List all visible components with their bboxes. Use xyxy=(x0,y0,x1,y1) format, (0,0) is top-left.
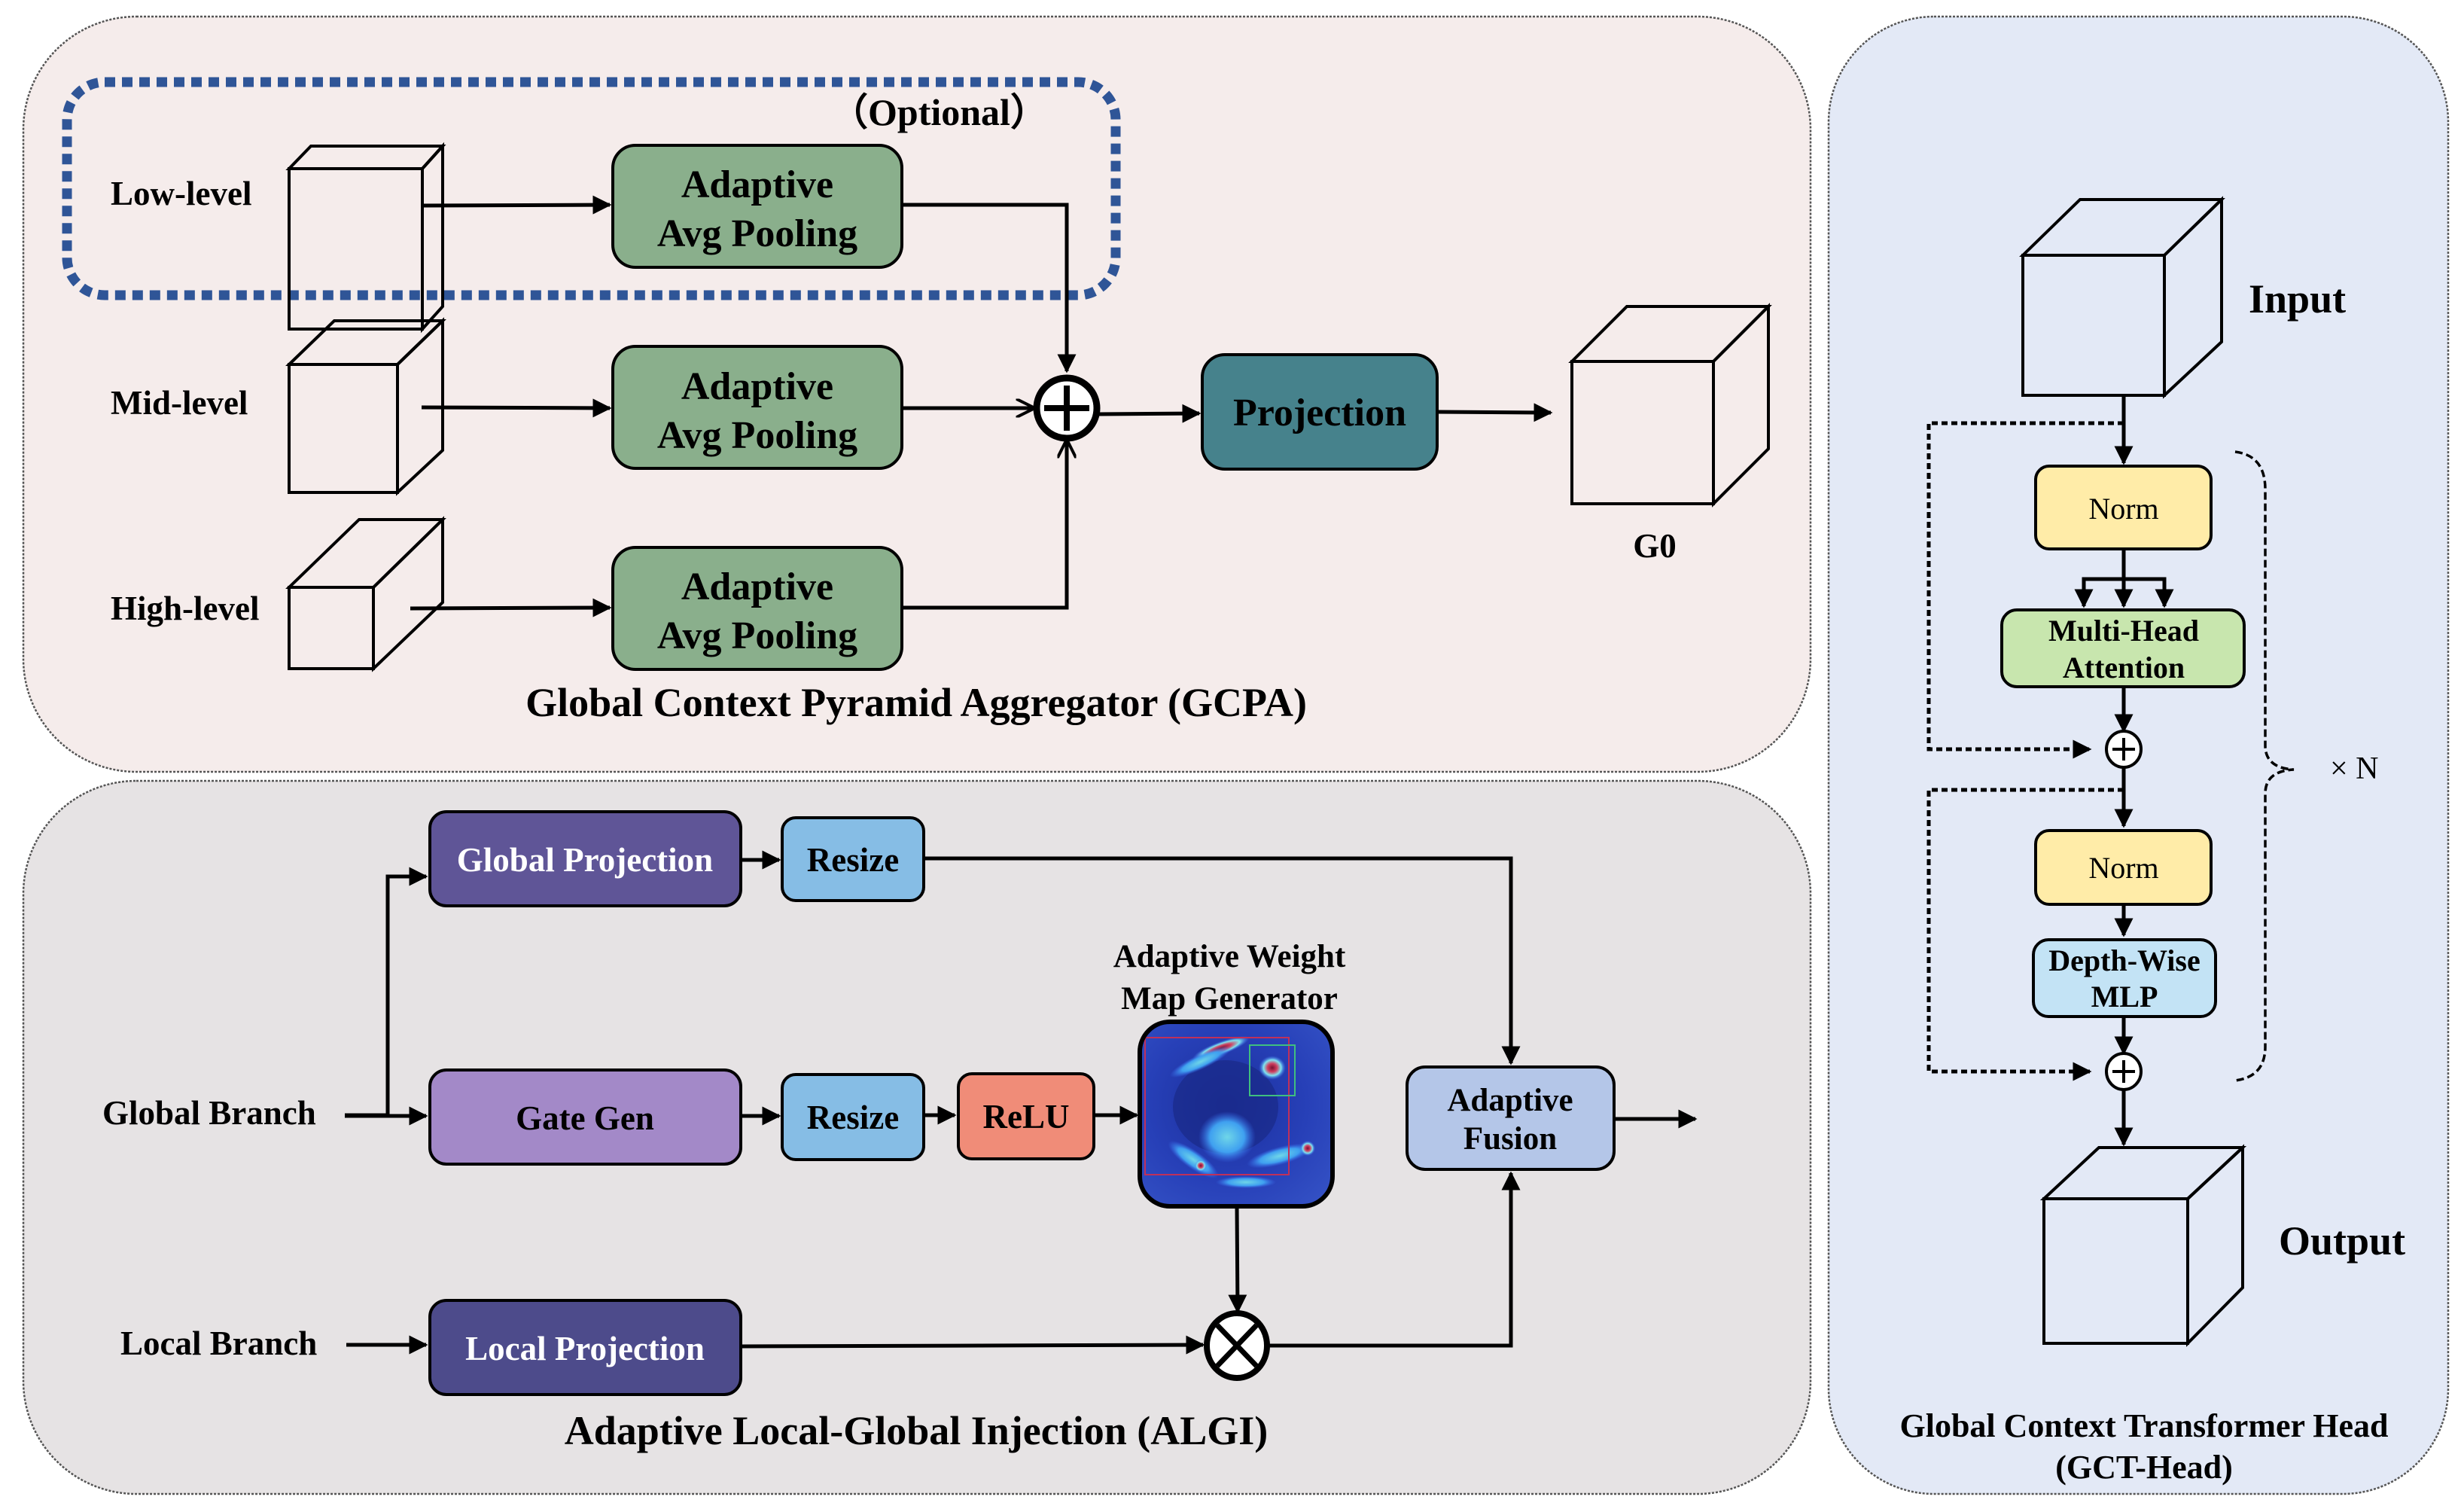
arrow-norm1-to-mha-q xyxy=(2074,577,2124,608)
norm-block-1: Norm xyxy=(2034,465,2213,550)
svg-text:Resize: Resize xyxy=(807,841,899,879)
high-level-pooling-block: Adaptive Avg Pooling xyxy=(611,546,903,671)
arrow-weight-map-to-multiply xyxy=(1228,1206,1247,1314)
gct-title-line1: Global Context Transformer Head xyxy=(1900,1407,2389,1444)
svg-text:Adaptive: Adaptive xyxy=(1447,1083,1573,1118)
arrow-norm1-to-mha-k xyxy=(2124,577,2174,608)
svg-text:Attention: Attention xyxy=(2063,651,2185,684)
output-cube xyxy=(2039,1144,2247,1347)
mid-level-pooling-block: Adaptive Avg Pooling xyxy=(611,345,903,470)
high-level-label: High-level xyxy=(111,590,259,627)
gate-gen-block: Gate Gen xyxy=(428,1068,742,1166)
low-level-feature-cube xyxy=(285,142,446,334)
multiply-node xyxy=(1204,1310,1270,1381)
relu-block: ReLU xyxy=(957,1072,1095,1160)
low-level-pooling-block: Adaptive Avg Pooling xyxy=(611,144,903,269)
multi-head-attention-block: Multi-Head Attention xyxy=(2000,608,2246,688)
mid-level-feature-cube xyxy=(285,317,446,496)
add-node-2 xyxy=(2105,1052,2143,1091)
svg-text:Fusion: Fusion xyxy=(1463,1121,1557,1157)
skip-connection-1 xyxy=(1926,421,2124,759)
resize-block-top: Resize xyxy=(781,816,925,902)
weight-map-heatmap-image xyxy=(1138,1020,1335,1209)
arrow-sum-to-projection xyxy=(1098,404,1202,423)
input-label: Input xyxy=(2249,276,2346,322)
projection-block: Projection xyxy=(1201,353,1439,471)
svg-text:Adaptive: Adaptive xyxy=(681,565,833,608)
mid-level-label: Mid-level xyxy=(111,384,248,422)
arrow-low-to-pool xyxy=(423,195,612,215)
arrow-local-proj-to-multiply xyxy=(740,1335,1205,1355)
local-projection-block: Local Projection xyxy=(428,1299,742,1396)
optional-label: （Optional） xyxy=(830,91,1048,133)
svg-text:Gate Gen: Gate Gen xyxy=(516,1099,654,1137)
svg-text:Avg Pooling: Avg Pooling xyxy=(657,212,857,255)
g0-label: G0 xyxy=(1633,527,1677,565)
arrow-multiply-to-fusion xyxy=(1267,1171,1521,1348)
low-level-label: Low-level xyxy=(111,175,251,212)
svg-text:Multi-Head: Multi-Head xyxy=(2048,614,2199,648)
algi-title: Adaptive Local-Global Injection (ALGI) xyxy=(565,1408,1269,1453)
repeat-brace xyxy=(2234,450,2295,1082)
output-label: Output xyxy=(2279,1218,2405,1264)
svg-text:Adaptive: Adaptive xyxy=(681,163,833,206)
algi-panel: Global Branch Local Branch Global Projec… xyxy=(22,779,1812,1495)
optional-region xyxy=(62,77,1121,300)
adaptive-fusion-block: Adaptive Fusion xyxy=(1406,1065,1616,1171)
weight-map-title-line1: Adaptive Weight xyxy=(1113,939,1346,974)
svg-text:Norm: Norm xyxy=(2088,851,2158,885)
resize-block-mid: Resize xyxy=(781,1073,925,1161)
g0-output-cube xyxy=(1568,303,1772,508)
svg-text:Adaptive: Adaptive xyxy=(681,365,833,408)
gct-title-line2: (GCT-Head) xyxy=(2055,1449,2233,1486)
svg-text:MLP: MLP xyxy=(2091,980,2158,1014)
gcpa-title: Global Context Pyramid Aggregator (GCPA) xyxy=(525,680,1307,725)
arrow-mid-to-pool xyxy=(421,398,612,418)
arrow-low-pool-to-sum xyxy=(902,203,1077,373)
global-branch-label: Global Branch xyxy=(102,1094,316,1132)
svg-text:Norm: Norm xyxy=(2088,492,2158,526)
arrow-high-pool-to-sum xyxy=(902,441,1067,610)
svg-text:Avg Pooling: Avg Pooling xyxy=(657,414,857,457)
add-node-1 xyxy=(2105,730,2143,769)
depth-wise-mlp-block: Depth-Wise MLP xyxy=(2032,938,2217,1018)
svg-text:ReLU: ReLU xyxy=(983,1098,1070,1136)
svg-text:Projection: Projection xyxy=(1233,392,1406,434)
local-branch-label: Local Branch xyxy=(120,1325,317,1362)
gct-head-panel: Input Norm Multi-Head Attention No xyxy=(1827,15,2450,1495)
svg-text:Resize: Resize xyxy=(807,1099,899,1136)
gcpa-panel: （Optional） Low-level Mid-level High-leve… xyxy=(22,15,1812,773)
input-cube xyxy=(2019,196,2225,399)
weight-map-title-line2: Map Generator xyxy=(1121,981,1338,1017)
svg-text:Depth-Wise: Depth-Wise xyxy=(2048,943,2200,977)
skip-connection-2 xyxy=(1926,788,2124,1081)
global-projection-block: Global Projection xyxy=(428,810,742,907)
repeat-label: × N xyxy=(2330,751,2379,786)
arrow-resize-to-fusion xyxy=(924,856,1521,1065)
norm-block-2: Norm xyxy=(2034,829,2213,906)
svg-text:Avg Pooling: Avg Pooling xyxy=(657,614,857,657)
svg-text:Global Projection: Global Projection xyxy=(457,841,713,879)
svg-text:Local Projection: Local Projection xyxy=(465,1330,705,1367)
high-level-feature-cube xyxy=(285,516,446,672)
sum-node xyxy=(1033,374,1101,442)
arrow-projection-to-g0 xyxy=(1437,403,1553,422)
